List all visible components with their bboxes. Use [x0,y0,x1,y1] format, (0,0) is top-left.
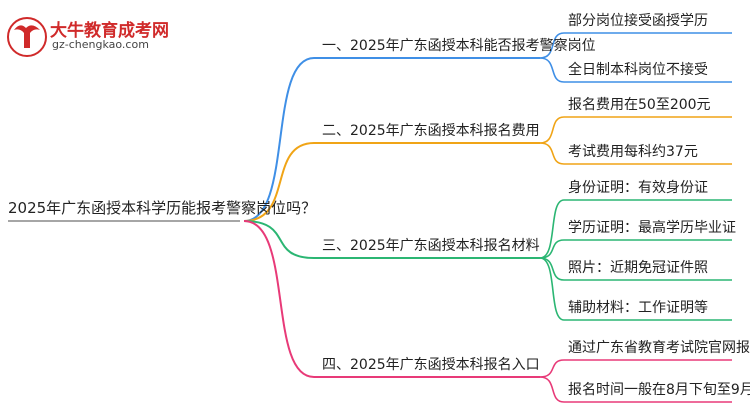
branch-topic: 三、2025年广东函授本科报名材料 [322,238,540,254]
branch-topic: 二、2025年广东函授本科报名费用 [322,123,540,139]
branch-edge [243,142,315,222]
leaf-edge [539,376,565,403]
leaf-edge [539,257,565,281]
site-name: 大牛教育成考网 [50,21,169,41]
leaf-topic: 通过广东省教育考试院官网报名 [568,340,750,356]
branch-topic: 一、2025年广东函授本科能否报考警察岗位 [322,37,596,54]
leaf-topic: 部分岗位接受函授学历 [568,12,708,29]
site-url: gz-chengkao.com [52,38,149,51]
leaf-edge [539,116,565,144]
leaf-topic: 照片：近期免冠证件照 [568,260,708,276]
leaf-topic: 全日制本科岗位不接受 [568,61,708,78]
leaf-edge [539,199,565,259]
leaf-edge [539,57,565,83]
root-topic: 2025年广东函授本科学历能报考警察岗位吗？ [8,199,316,217]
branch-edge [243,57,315,222]
bull-logo-icon [7,17,47,57]
leaf-edge [539,257,565,321]
leaf-edge [539,142,565,165]
leaf-topic: 报名费用在50至200元 [568,97,711,113]
leaf-topic: 考试费用每科约37元 [568,144,698,160]
leaf-edge [539,239,565,259]
branch-edge [243,220,315,259]
leaf-edge [539,32,565,59]
leaf-topic: 辅助材料：工作证明等 [568,299,708,316]
leaf-edge [539,359,565,378]
site-logo[interactable]: 大牛教育成考网 gz-chengkao.com [6,16,216,58]
leaf-topic: 学历证明：最高学历毕业证 [568,219,736,236]
leaf-topic: 报名时间一般在8月下旬至9月中旬 [568,382,750,398]
leaf-topic: 身份证明：有效身份证 [568,180,708,196]
branch-edge [243,220,315,378]
branch-topic: 四、2025年广东函授本科报名入口 [322,357,540,373]
